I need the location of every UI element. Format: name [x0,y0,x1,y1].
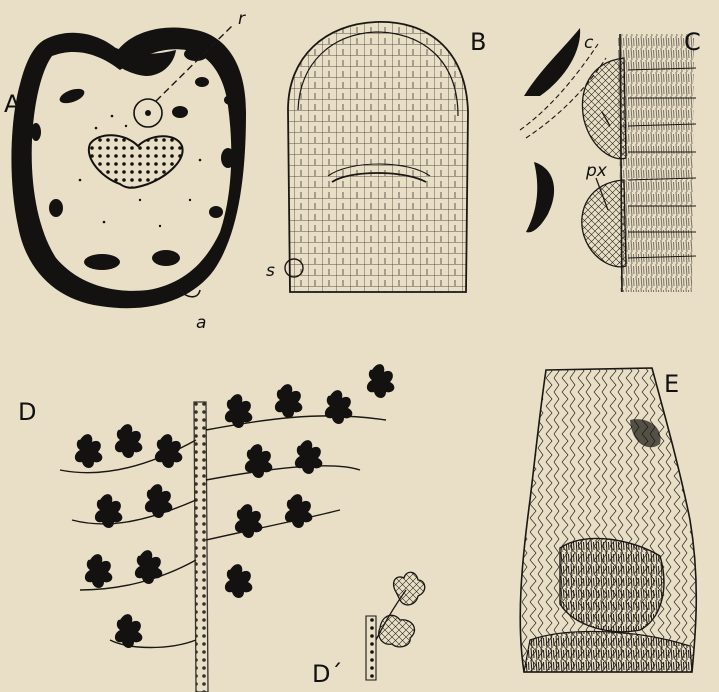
panel-a-bundle [31,123,41,141]
panel-a-bundle [84,254,120,270]
panel-b-annotation-s: s [266,261,275,281]
panel-b-label: B [470,28,486,56]
panel-c-leaf-base-upper [583,58,626,159]
panel-c-annotation-px: px [585,161,608,181]
panel-a-bundle [172,106,188,118]
panel-d-prime-pinnule-top [394,572,425,605]
panel-b-apex-outline [288,22,468,292]
panel-d-pinna-axes [60,416,386,648]
panel-a-annotation-r: r [238,9,246,29]
panel-a-central-stele [89,135,183,188]
panel-d-prime-label: D´ [312,660,342,688]
panel-a-bundle [209,206,223,218]
panel-c-leaf-trace-section: C c px [520,28,701,292]
panel-e-label: E [664,370,679,398]
panel-d-pinnules [75,364,394,648]
panel-a-bundle [58,86,87,106]
panel-a-bundle [221,148,235,168]
panel-d-rachis [194,402,208,692]
panel-c-scale-lower [526,162,554,232]
panel-c-cortex [618,34,694,292]
panel-a-ring-center [145,110,151,116]
panel-e-scar-middle [560,538,664,631]
panel-d-prime-pinnule-bottom [379,615,415,647]
panel-d-fern-frond: D [18,364,394,692]
panel-a-bundle [152,250,180,266]
panel-c-label: C [684,28,701,56]
panel-a-bundle [224,95,236,105]
panel-a-bundle [195,77,209,87]
panel-c-annotation-c: c [584,33,594,53]
panel-d-label: D [18,398,36,426]
panel-a-stem-cross-section: A r a [4,9,246,333]
panel-c-scale-upper [524,28,580,96]
panel-a-label: A [4,90,21,118]
panel-a-annotation-a: a [196,313,206,333]
panel-b-shoot-apex: B s [266,22,486,292]
panel-a-bundle [49,199,63,217]
panel-c-leaf-base-lower [582,180,626,267]
panel-d-prime-axis [366,616,376,680]
panel-e-bark-surface: E [520,368,696,672]
panel-d-prime-detail: D´ [312,572,425,688]
